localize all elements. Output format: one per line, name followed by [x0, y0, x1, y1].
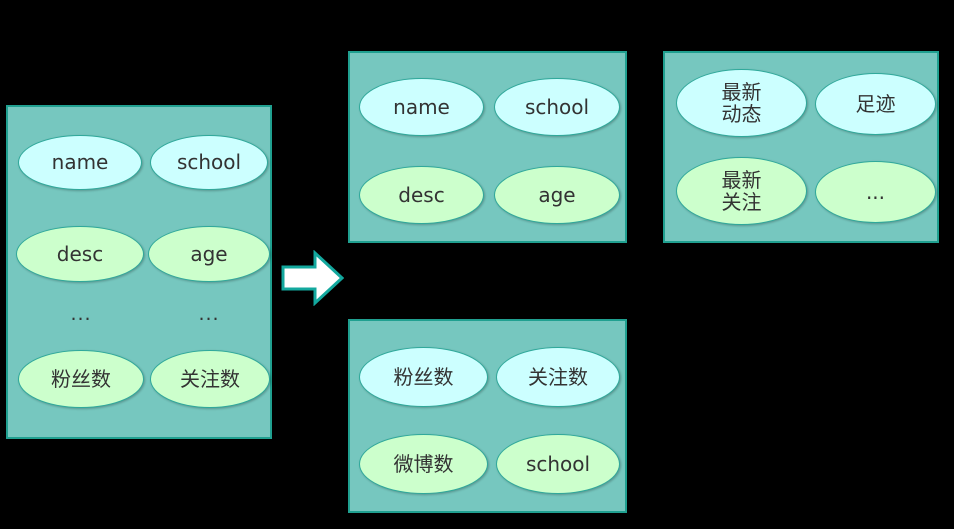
split-arrow-icon [281, 249, 345, 307]
group-box-activity[interactable]: 最新 动态 足迹 最新 关注 ... [663, 51, 939, 243]
attribute-node-footprint[interactable]: 足迹 [815, 73, 936, 135]
group-box-source[interactable]: name school desc age ... ... 粉丝数 关注数 [6, 105, 272, 439]
attribute-node-follow-count[interactable]: 关注数 [496, 347, 620, 407]
group-box-stats[interactable]: 粉丝数 关注数 微博数 school [348, 319, 627, 513]
attribute-node-desc[interactable]: desc [359, 166, 484, 224]
attribute-node-school[interactable]: school [494, 78, 620, 136]
attribute-node-weibo-count[interactable]: 微博数 [359, 434, 488, 494]
attribute-node-name[interactable]: name [18, 135, 142, 190]
attribute-node-school[interactable]: school [150, 135, 268, 190]
split-arrow [281, 249, 345, 307]
attribute-node-school[interactable]: school [496, 434, 620, 494]
attribute-node-ellipsis-right: ... [198, 303, 220, 325]
attribute-node-desc[interactable]: desc [16, 226, 144, 282]
attribute-node-latest-follow[interactable]: 最新 关注 [676, 157, 807, 225]
group-box-basic[interactable]: name school desc age [348, 51, 627, 243]
attribute-node-ellipsis-left: ... [70, 303, 92, 325]
attribute-node-ellipsis[interactable]: ... [815, 161, 936, 223]
attribute-node-latest-feed[interactable]: 最新 动态 [676, 69, 807, 137]
attribute-node-fans-count[interactable]: 粉丝数 [359, 347, 488, 407]
attribute-node-name[interactable]: name [359, 78, 484, 136]
attribute-node-fans-count[interactable]: 粉丝数 [18, 350, 144, 408]
attribute-node-follow-count[interactable]: 关注数 [150, 350, 270, 408]
attribute-node-age[interactable]: age [148, 226, 270, 282]
attribute-node-age[interactable]: age [494, 166, 620, 224]
